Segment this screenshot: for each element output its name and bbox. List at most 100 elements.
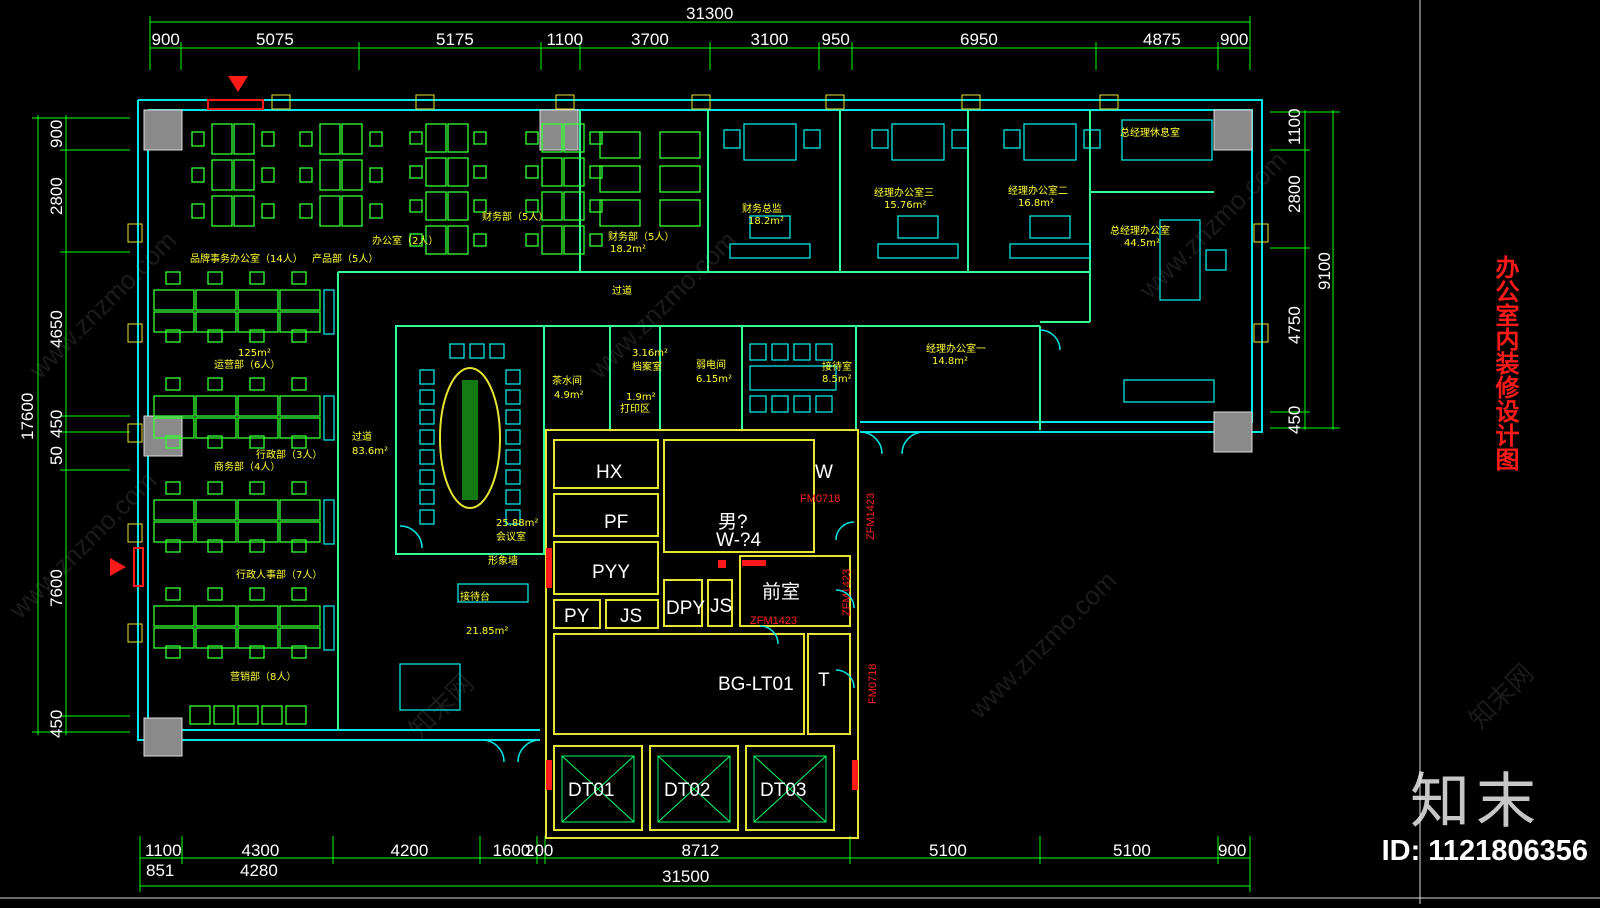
right-dimension-chain [1270,110,1340,430]
chair [409,199,423,213]
dim-top-segment: 5075 [256,30,294,49]
lounge-bed [1121,119,1213,161]
coffee-table [897,215,939,239]
core-js2-label: JS [710,596,732,617]
dim-bottom-sub: 851 [146,861,174,880]
chair [165,587,181,601]
desk [153,605,195,627]
desk [425,157,447,187]
room-area: 1.9m² [626,392,656,403]
room-area: 83.6m² [352,446,388,457]
desk [211,123,233,155]
ceo-chair [1205,249,1227,271]
dim-left-segment: 2800 [47,177,66,215]
ceo-meeting-table [1123,379,1215,403]
plan-title: 办公室内装修设计图 [1491,255,1519,471]
desk [211,195,233,227]
room-area: 4.9m² [554,390,584,401]
guest-chair [815,395,833,413]
desk [279,521,321,543]
dim-left-segment: 450 [47,410,66,438]
desk [153,289,195,311]
meeting-chair [505,449,521,465]
desk [541,225,563,255]
desk [425,225,447,255]
room-area: 125m² [238,348,271,359]
desk [341,159,363,191]
chair [291,481,307,495]
desk [285,705,307,725]
desk [659,199,701,227]
desk [279,417,321,439]
dim-right-segment: 450 [1285,406,1304,434]
watermark-image-id: ID: 1121806356 [1381,835,1588,867]
core-py-label: PY [564,606,590,627]
coffee-table [1029,215,1071,239]
lift-label-1: DT01 [568,780,614,801]
chair [165,435,181,449]
chair [369,167,383,183]
desk [279,311,321,333]
chair [249,271,265,285]
chair [249,481,265,495]
door-code: ZFM1423 [841,569,853,616]
chair [207,645,223,659]
cabinet [323,289,335,335]
chair [207,481,223,495]
guest-chair [793,343,811,361]
chair [291,435,307,449]
chair [589,165,603,179]
bottom-dimension-chain [139,836,1251,892]
desk [279,289,321,311]
meeting-chair [489,343,505,359]
dim-left-segment: 7600 [47,569,66,607]
room-label: 财务总监 [742,202,782,215]
room-area: 21.85m² [466,626,508,637]
chair [207,587,223,601]
dim-bottom-segment: 4300 [242,841,280,860]
watermark-url: www.znzmo.com [962,565,1122,725]
lift-label-2: DT02 [664,780,710,801]
core-w-label: W [815,462,833,483]
room-label: 运营部（6人） [214,358,280,371]
dim-left-segment: 4650 [47,310,66,348]
desk [447,225,469,255]
dim-bottom-segment: 900 [1218,841,1246,860]
chair [207,435,223,449]
desk [211,159,233,191]
chair [291,271,307,285]
desk [279,605,321,627]
lift-lobby-label: BG-LT01 [718,674,794,695]
desk [237,289,279,311]
chair [291,377,307,391]
chair [473,199,487,213]
desk [195,605,237,627]
chair [261,167,275,183]
desk [563,225,585,255]
ceo-desk [1159,219,1201,301]
chair [409,233,423,247]
room-area: 25.88m² [496,518,538,529]
room-label: 行政人事部（7人） [236,568,322,581]
watermark-site: 知末网 [403,668,479,744]
wc-code-label: W-?4 [716,530,761,551]
desk [195,499,237,521]
room-label: 经理办公室二 [1008,184,1068,197]
desk [425,123,447,153]
sofa [877,243,959,259]
seating-furniture [165,129,1227,659]
room-label: 总经理休息室 [1120,126,1180,139]
chair [525,233,539,247]
outer-walls [137,99,1263,741]
desk [541,123,563,153]
meeting-chair [419,429,435,445]
dim-bottom-segment: 5100 [929,841,967,860]
chair [291,329,307,343]
dim-top-segment: 3700 [631,30,669,49]
meeting-chair [419,469,435,485]
chair [249,587,265,601]
desk [195,417,237,439]
